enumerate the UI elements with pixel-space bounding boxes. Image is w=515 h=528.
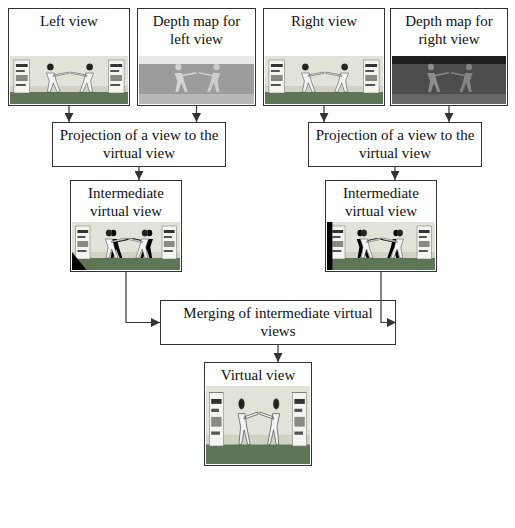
intermediate-image (72, 222, 180, 270)
flow-arrow (196, 106, 197, 122)
process-box: Projection of a view to the virtual view (52, 122, 226, 167)
image-box: Virtual view (204, 362, 312, 466)
box-label: Intermediate virtual view (331, 184, 431, 220)
left-view-image (10, 56, 128, 104)
flow-arrow (68, 106, 69, 122)
box-label: Projection of a view to the virtual view (314, 126, 476, 162)
box-label: Projection of a view to the virtual view (58, 126, 220, 162)
flow-arrow (448, 106, 449, 122)
flow-arrow (394, 167, 395, 180)
virtual-view-image (206, 386, 310, 464)
image-box: Depth map for left view (137, 8, 256, 106)
box-label: Intermediate virtual view (76, 184, 176, 220)
flow-arrow (381, 272, 396, 323)
box-label: Merging of intermediate virtual views (166, 304, 390, 340)
flow-arrow (126, 272, 160, 323)
flow-arrow (277, 345, 278, 362)
right-view-image (265, 56, 383, 104)
box-label: Virtual view (210, 366, 306, 384)
right-depth-image (392, 56, 506, 104)
image-box: Left view (8, 8, 130, 106)
process-box: Projection of a view to the virtual view (308, 122, 482, 167)
box-label: Depth map for right view (396, 12, 502, 48)
flow-arrow (323, 106, 324, 122)
image-box: Depth map for right view (390, 8, 508, 106)
image-box: Intermediate virtual view (325, 180, 437, 272)
box-label: Left view (14, 12, 124, 30)
image-box: Intermediate virtual view (70, 180, 182, 272)
flow-arrow (138, 167, 139, 180)
intermediate-image (327, 222, 435, 270)
left-depth-image (139, 56, 254, 104)
process-box: Merging of intermediate virtual views (160, 300, 396, 345)
box-label: Right view (269, 12, 379, 30)
box-label: Depth map for left view (143, 12, 250, 48)
image-box: Right view (263, 8, 385, 106)
